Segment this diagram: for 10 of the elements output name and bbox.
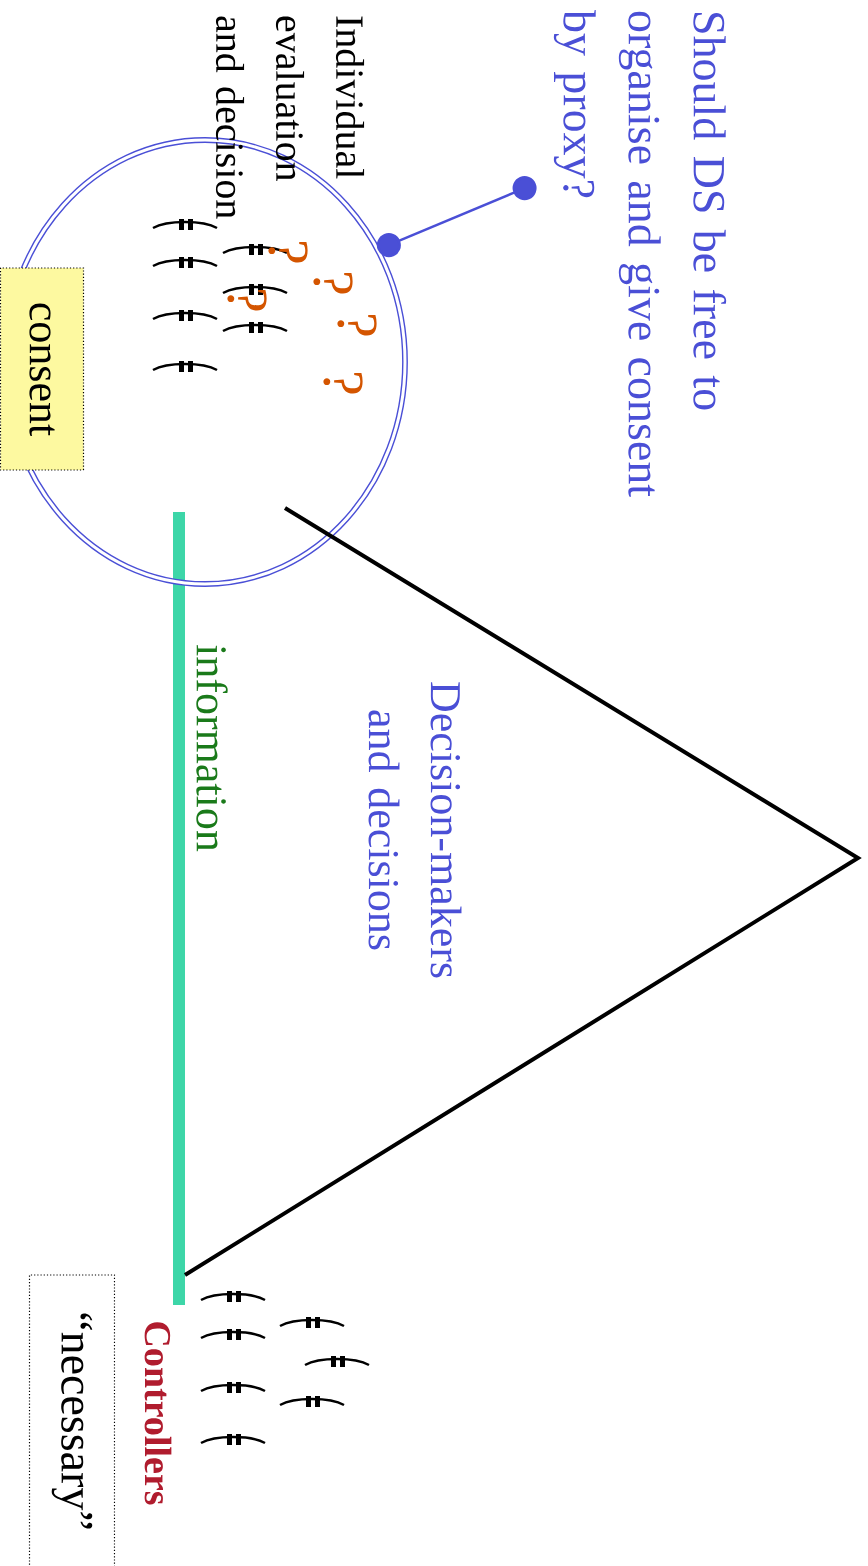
leader-line — [376, 176, 537, 258]
question-mark: ? — [323, 373, 363, 394]
question-mark: ? — [268, 242, 308, 263]
question-mark: ? — [313, 273, 353, 294]
controllers-label: Controllers — [144, 1322, 172, 1505]
question-mark: ? — [337, 315, 377, 336]
question-text: Should DS be free to organise and give consent by proxy? — [553, 10, 727, 497]
information-label: information — [196, 645, 228, 852]
necessary-box: “necessary” — [28, 1274, 116, 1566]
question-mark: ? — [227, 290, 267, 311]
